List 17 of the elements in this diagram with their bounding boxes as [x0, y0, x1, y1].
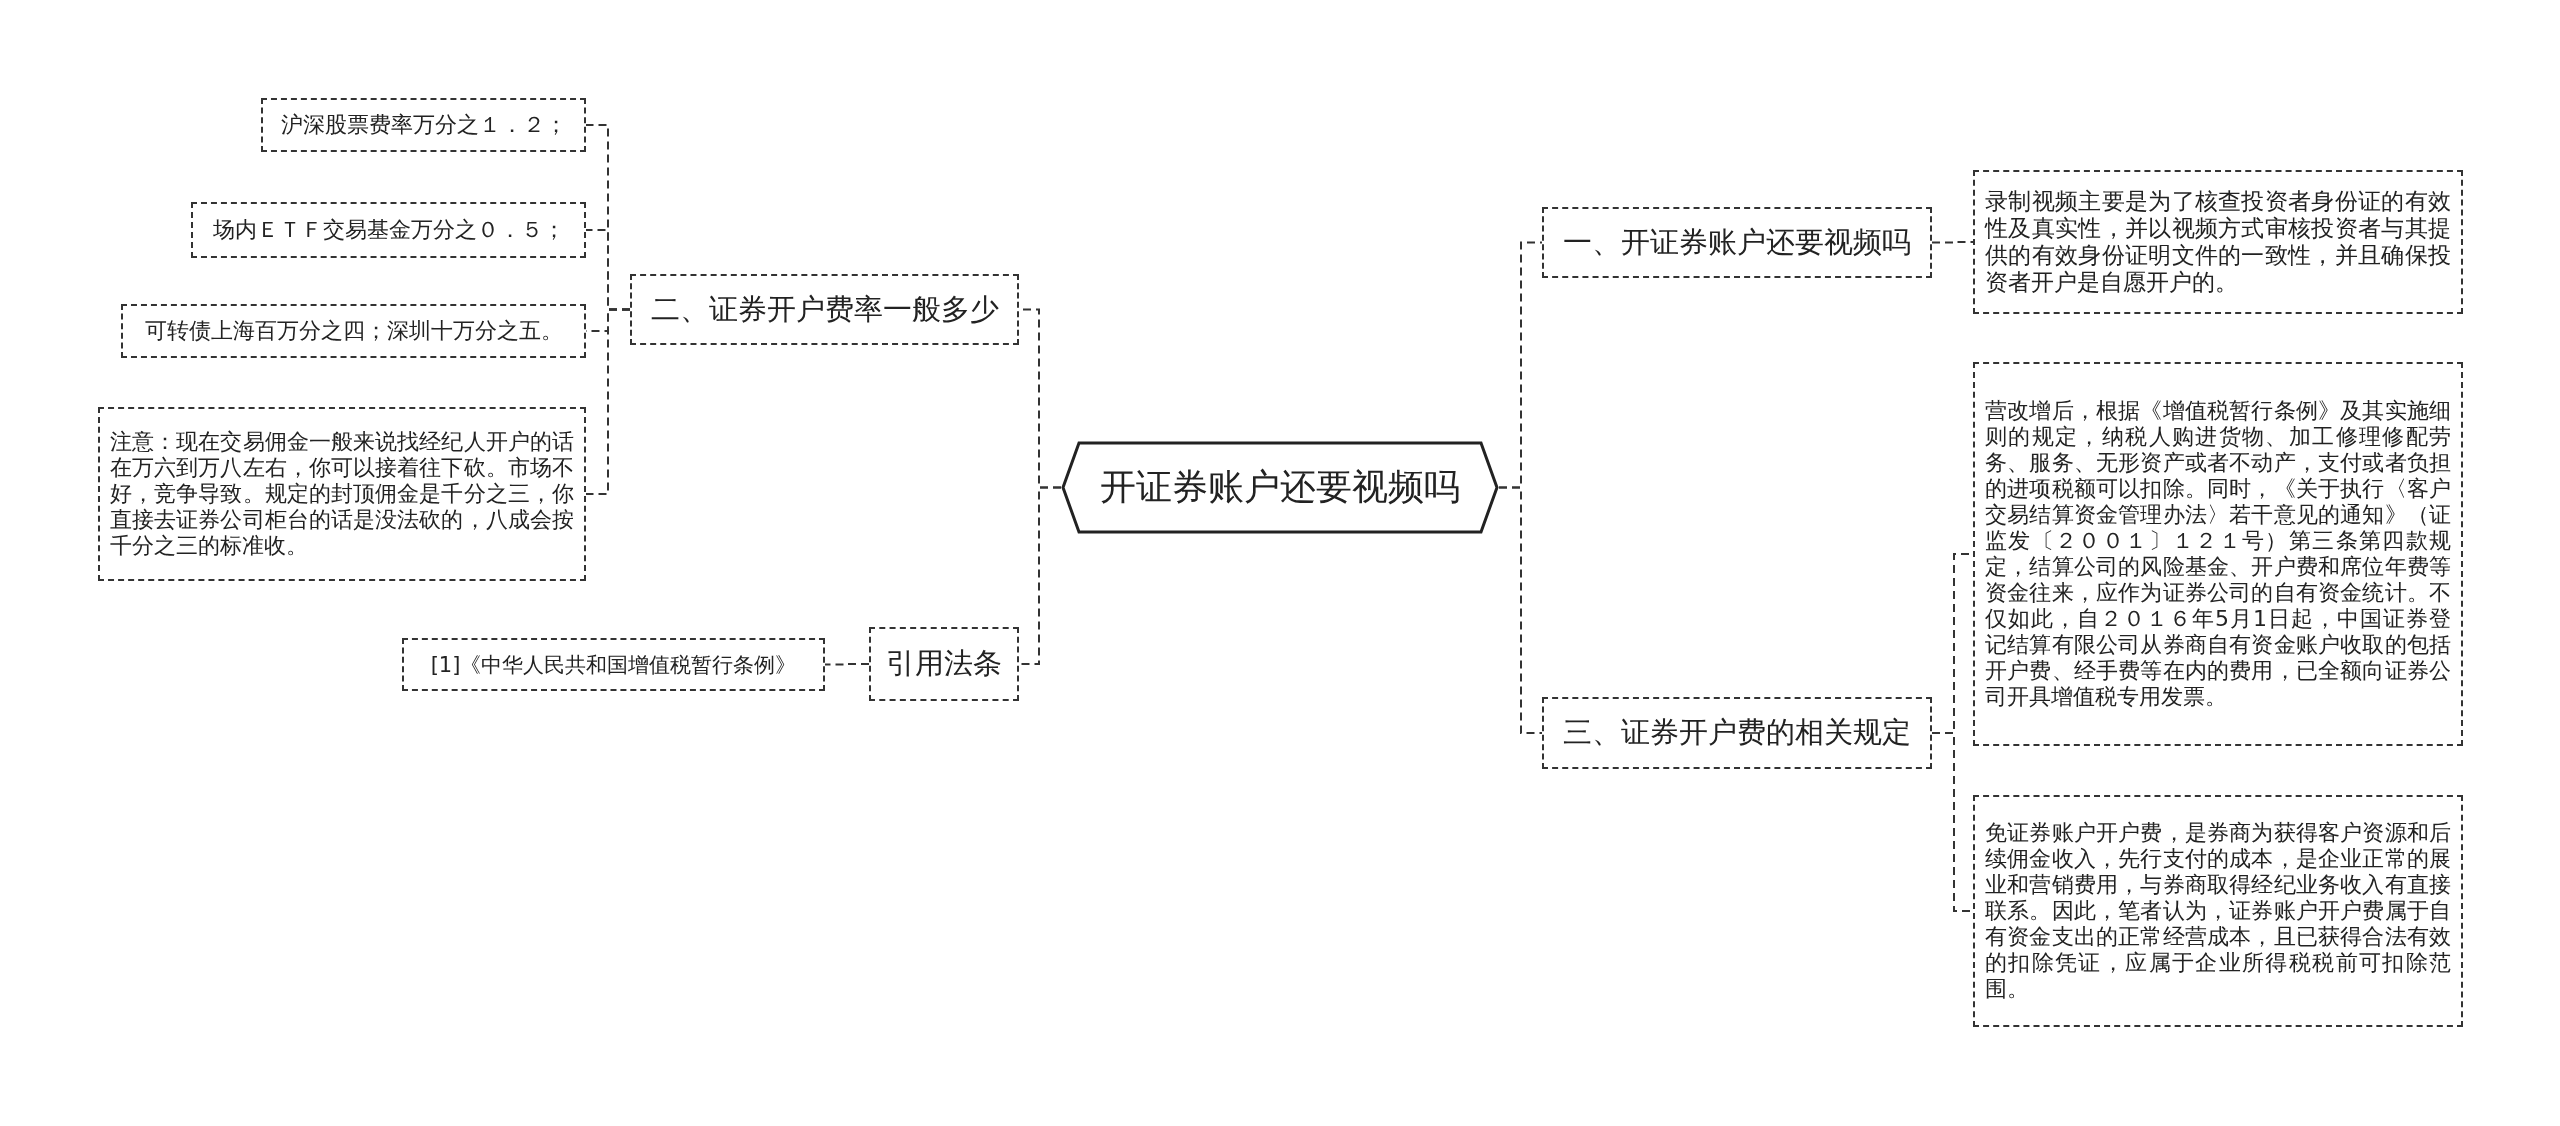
connector-line — [1498, 486, 1543, 734]
connector-line — [1931, 241, 1974, 244]
connector-line — [824, 663, 870, 666]
topic-box: 场内ＥＴＦ交易基金万分之０．５； — [191, 202, 586, 258]
topic-box: 二、证券开户费率一般多少 — [630, 274, 1019, 345]
topic-box: 引用法条 — [869, 627, 1019, 701]
topic-box: [1]《中华人民共和国增值税暂行条例》 — [402, 638, 825, 691]
text-box: 营改增后，根据《增值税暂行条例》及其实施细则的规定，纳税人购进货物、加工修理修配劳务、服务、无形资产或者不动产，支付或者负担的进项税额可以扣除。同时，《关于执行〈客户交易结算资金管理办法〉若干意见的通知》（证监发〔２００１〕１２１号）第三条第四款规定，结算公司的风险基金、开户费和席位年费等资金往来，应作为证券公司的自有资金统计。不仅如此，自２０１６年5月1日起，中国证券登记结算有限公司从券商自有资金账户收取的包括开户费、经手费等在内的费用，已全额向证券公司开具增值税专用发票。 — [1973, 362, 2463, 746]
text-box: 注意：现在交易佣金一般来说找经纪人开户的话在万六到万八左右，你可以接着往下砍。市场不好，竞争导致。规定的封顶佣金是千分之三，你直接去证券公司柜台的话是没法砍的，八成会按千分之三的标准收。 — [98, 407, 586, 581]
topic-box: 三、证券开户费的相关规定 — [1542, 697, 1932, 769]
topic-hexagon: 开证券账户还要视频吗 — [1061, 441, 1499, 534]
connector-line — [585, 308, 631, 495]
topic-box: 沪深股票费率万分之１．２； — [261, 98, 586, 152]
text-box: 录制视频主要是为了核查投资者身份证的有效性及真实性，并以视频方式审核投资者与其提供的有效身份证明文件的一致性，并且确保投资者开户是自愿开户的。 — [1973, 170, 2463, 314]
topic-box: 可转债上海百万分之四；深圳十万分之五。 — [121, 304, 586, 358]
topic-box: 一、开证券账户还要视频吗 — [1542, 207, 1932, 278]
text-box: 免证券账户开户费，是券商为获得客户资源和后续佣金收入，先行支付的成本，是企业正常的展业和营销费用，与券商取得经纪业务收入有直接联系。因此，笔者认为，证券账户开户费属于自有资金支出的正常经营成本，且已获得合法有效的扣除凭证，应属于企业所得税税前可扣除范围。 — [1973, 795, 2463, 1027]
